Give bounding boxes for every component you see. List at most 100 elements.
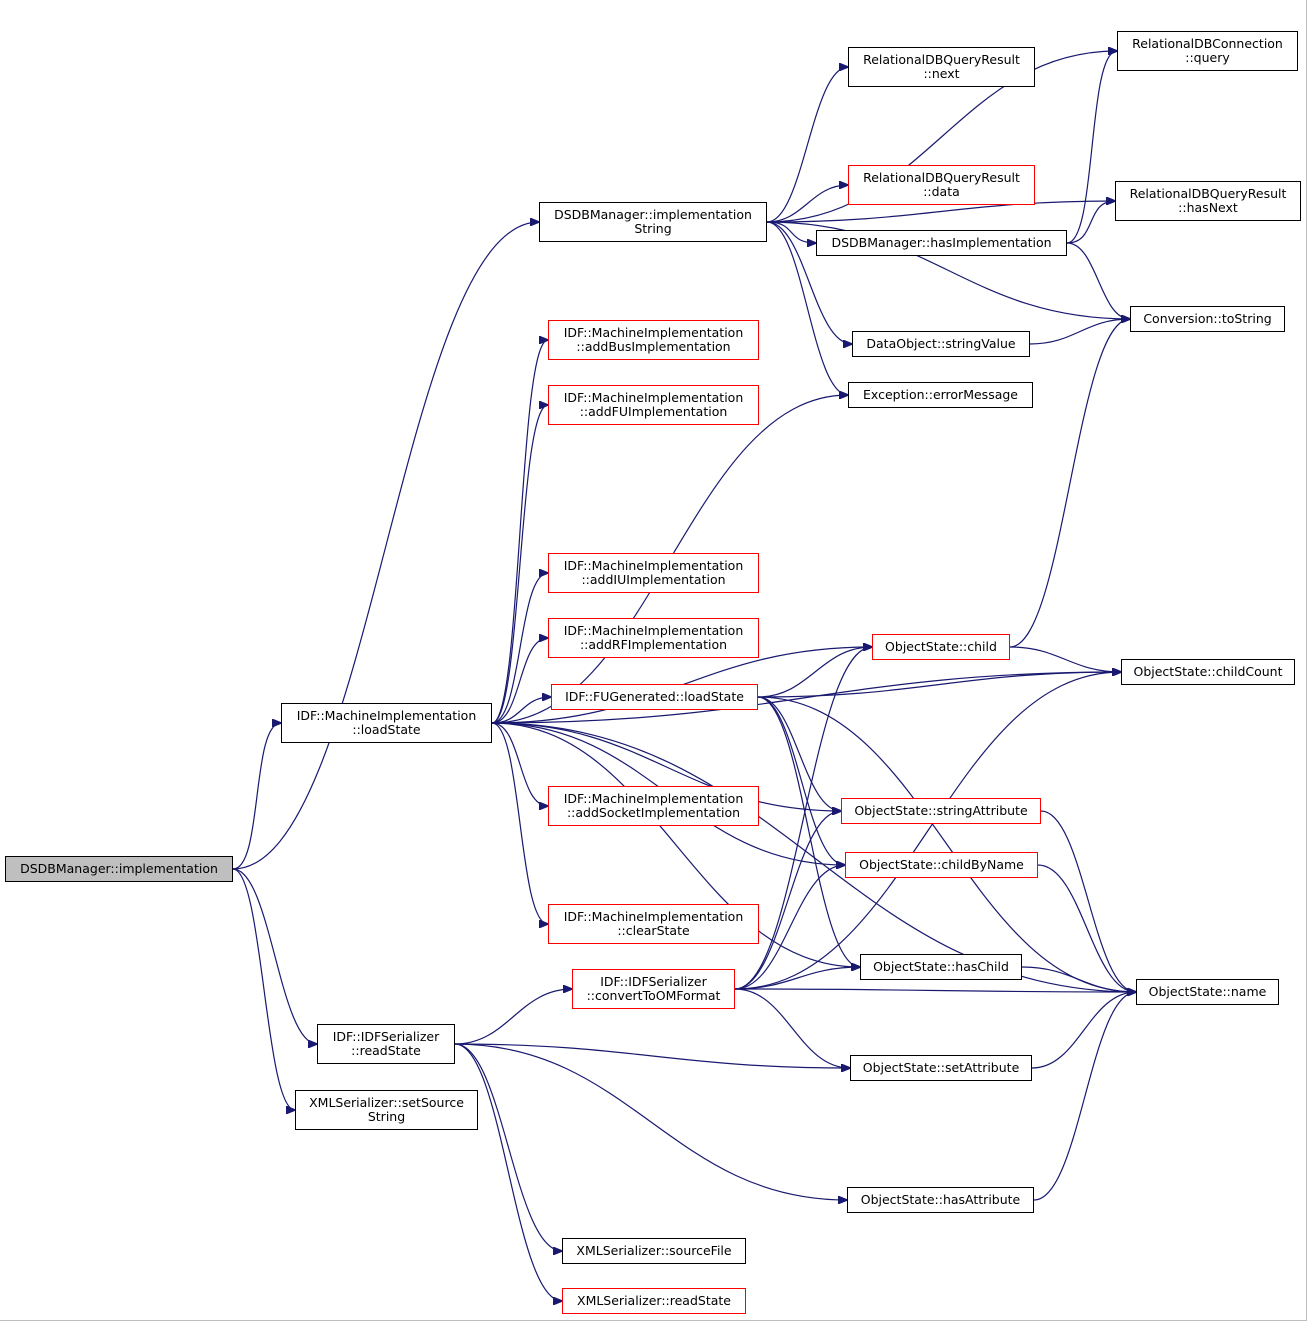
node-fuLoad-line-1: IDF::FUGenerated::loadState bbox=[565, 688, 744, 704]
edge-implString-to-doStringValue bbox=[766, 221, 852, 344]
node-machineLoad-line-1: IDF::MachineImplementation bbox=[296, 707, 477, 723]
node-rdbNext-line-1: RelationalDBQueryResult bbox=[863, 51, 1020, 67]
node-osChildCount-line-1: ObjectState::childCount bbox=[1133, 663, 1283, 679]
edge-implString-to-rdbHasNext bbox=[766, 201, 1115, 223]
node-addIU-line-1: IDF::MachineImplementation bbox=[563, 557, 744, 573]
edge-convertToOM-to-osChildCount bbox=[734, 672, 1121, 990]
node-xmlSetSource-line-2: String bbox=[367, 1109, 406, 1124]
node-xmlReadState[interactable]: XMLSerializer::readState bbox=[562, 1288, 746, 1314]
edge-idfReadState-to-convertToOM bbox=[454, 989, 572, 1045]
edge-fuLoad-to-osStringAttr bbox=[757, 696, 841, 811]
node-osChildByName[interactable]: ObjectState::childByName bbox=[845, 852, 1038, 878]
edge-fuLoad-to-osName bbox=[757, 696, 1136, 992]
node-excErrorMessage-line-1: Exception::errorMessage bbox=[863, 386, 1018, 402]
node-addRF-line-2: ::addRFImplementation bbox=[579, 637, 728, 652]
node-rdbQuery[interactable]: RelationalDBConnection ::query bbox=[1117, 31, 1298, 71]
node-osHasAttr[interactable]: ObjectState::hasAttribute bbox=[847, 1187, 1034, 1213]
node-clearState-line-1: IDF::MachineImplementation bbox=[563, 908, 744, 924]
edge-fuLoad-to-osHasChild bbox=[757, 696, 860, 967]
node-excErrorMessage[interactable]: Exception::errorMessage bbox=[848, 382, 1033, 408]
node-rdbNext[interactable]: RelationalDBQueryResult ::next bbox=[848, 47, 1035, 87]
edge-osChildByName-to-osName bbox=[1037, 864, 1136, 992]
node-osHasChild[interactable]: ObjectState::hasChild bbox=[860, 954, 1022, 980]
edge-idfReadState-to-osHasAttr bbox=[454, 1043, 847, 1200]
node-osHasChild-line-1: ObjectState::hasChild bbox=[873, 958, 1009, 974]
edge-idfReadState-to-osSetAttr bbox=[454, 1043, 850, 1068]
node-addIU-line-2: ::addIUImplementation bbox=[581, 572, 726, 587]
node-xmlSetSource-line-1: XMLSerializer::setSource bbox=[309, 1094, 464, 1110]
node-addBus-line-2: ::addBusImplementation bbox=[576, 339, 731, 354]
node-addSocket-line-1: IDF::MachineImplementation bbox=[563, 790, 744, 806]
node-xmlSourceFile[interactable]: XMLSerializer::sourceFile bbox=[562, 1238, 746, 1264]
node-idfReadState[interactable]: IDF::IDFSerializer ::readState bbox=[317, 1024, 455, 1064]
node-rdbData[interactable]: RelationalDBQueryResult ::data bbox=[848, 165, 1035, 205]
node-implString-line-2: String bbox=[634, 221, 672, 236]
node-addIU[interactable]: IDF::MachineImplementation ::addIUImplem… bbox=[548, 553, 759, 593]
edge-osChild-to-convToString bbox=[1009, 319, 1130, 648]
node-addRF-line-1: IDF::MachineImplementation bbox=[563, 622, 744, 638]
edge-machineLoad-to-osChildCount bbox=[491, 672, 1121, 724]
node-convertToOM[interactable]: IDF::IDFSerializer ::convertToOMFormat bbox=[572, 969, 735, 1009]
node-addSocket-line-2: ::addSocketImplementation bbox=[566, 805, 741, 820]
edge-machineLoad-to-addSocket bbox=[491, 722, 548, 806]
node-osStringAttr[interactable]: ObjectState::stringAttribute bbox=[841, 798, 1041, 824]
node-xmlSourceFile-line-1: XMLSerializer::sourceFile bbox=[576, 1242, 732, 1258]
node-machineLoad-line-2: ::loadState bbox=[352, 722, 421, 737]
edge-root-to-xmlSetSource bbox=[232, 868, 295, 1110]
node-rdbHasNext-line-1: RelationalDBQueryResult bbox=[1129, 185, 1287, 201]
node-osChildCount[interactable]: ObjectState::childCount bbox=[1121, 659, 1295, 685]
node-rdbData-line-2: ::data bbox=[923, 184, 960, 199]
edge-machineLoad-to-fuLoad bbox=[491, 697, 551, 724]
node-addSocket[interactable]: IDF::MachineImplementation ::addSocketIm… bbox=[548, 786, 759, 826]
edge-machineLoad-to-addFU bbox=[491, 405, 548, 724]
node-rdbQuery-line-1: RelationalDBConnection bbox=[1132, 35, 1283, 51]
edge-implString-to-convToString bbox=[766, 221, 1130, 319]
node-osChild-line-1: ObjectState::child bbox=[885, 638, 997, 654]
node-idfReadState-line-2: ::readState bbox=[351, 1043, 421, 1058]
node-addRF[interactable]: IDF::MachineImplementation ::addRFImplem… bbox=[548, 618, 759, 658]
node-osHasAttr-line-1: ObjectState::hasAttribute bbox=[860, 1191, 1021, 1207]
node-machineLoad[interactable]: IDF::MachineImplementation ::loadState bbox=[281, 703, 492, 743]
node-implString-line-1: DSDBManager::implementation bbox=[554, 206, 752, 222]
node-rdbHasNext[interactable]: RelationalDBQueryResult ::hasNext bbox=[1115, 181, 1301, 221]
edge-osHasChild-to-osName bbox=[1021, 966, 1136, 992]
node-osChild[interactable]: ObjectState::child bbox=[872, 634, 1010, 660]
node-osName[interactable]: ObjectState::name bbox=[1136, 979, 1279, 1005]
node-osSetAttr-line-1: ObjectState::setAttribute bbox=[862, 1059, 1020, 1075]
edge-convertToOM-to-osStringAttr bbox=[734, 811, 841, 990]
edge-convertToOM-to-osChild bbox=[734, 647, 872, 990]
node-implString[interactable]: DSDBManager::implementation String bbox=[539, 202, 767, 242]
node-fuLoad[interactable]: IDF::FUGenerated::loadState bbox=[551, 684, 758, 710]
node-rdbHasNext-line-2: ::hasNext bbox=[1178, 200, 1238, 215]
node-osSetAttr[interactable]: ObjectState::setAttribute bbox=[850, 1055, 1032, 1081]
node-root-line-1: DSDBManager::implementation bbox=[20, 860, 218, 876]
edge-implString-to-rdbData bbox=[766, 185, 848, 223]
node-convertToOM-line-2: ::convertToOMFormat bbox=[586, 988, 721, 1003]
edge-hasImpl-to-rdbHasNext bbox=[1066, 201, 1115, 244]
edge-osStringAttr-to-osName bbox=[1040, 810, 1136, 992]
edge-machineLoad-to-addBus bbox=[491, 340, 548, 724]
node-addFU-line-1: IDF::MachineImplementation bbox=[563, 389, 744, 405]
node-addBus[interactable]: IDF::MachineImplementation ::addBusImple… bbox=[548, 320, 759, 360]
edge-osChild-to-osChildCount bbox=[1009, 646, 1121, 672]
node-rdbData-line-1: RelationalDBQueryResult bbox=[863, 169, 1020, 185]
node-hasImpl[interactable]: DSDBManager::hasImplementation bbox=[816, 230, 1067, 256]
edge-machineLoad-to-clearState bbox=[491, 722, 548, 924]
edge-fuLoad-to-osChildCount bbox=[757, 672, 1121, 698]
node-xmlReadState-line-1: XMLSerializer::readState bbox=[577, 1292, 731, 1308]
node-xmlSetSource[interactable]: XMLSerializer::setSource String bbox=[295, 1090, 478, 1130]
node-root: DSDBManager::implementation bbox=[5, 856, 233, 882]
edge-fuLoad-to-osChild bbox=[757, 647, 872, 698]
node-osChildByName-line-1: ObjectState::childByName bbox=[859, 856, 1024, 872]
node-osName-line-1: ObjectState::name bbox=[1148, 983, 1267, 999]
node-addFU[interactable]: IDF::MachineImplementation ::addFUImplem… bbox=[548, 385, 759, 425]
node-addBus-line-1: IDF::MachineImplementation bbox=[563, 324, 744, 340]
node-convToString[interactable]: Conversion::toString bbox=[1130, 306, 1285, 332]
node-convToString-line-1: Conversion::toString bbox=[1143, 310, 1272, 326]
edge-machineLoad-to-osHasChild bbox=[491, 722, 860, 967]
node-doStringValue[interactable]: DataObject::stringValue bbox=[852, 331, 1030, 357]
node-clearState[interactable]: IDF::MachineImplementation ::clearState bbox=[548, 904, 759, 944]
node-hasImpl-line-1: DSDBManager::hasImplementation bbox=[831, 234, 1052, 250]
node-idfReadState-line-1: IDF::IDFSerializer bbox=[332, 1028, 440, 1044]
